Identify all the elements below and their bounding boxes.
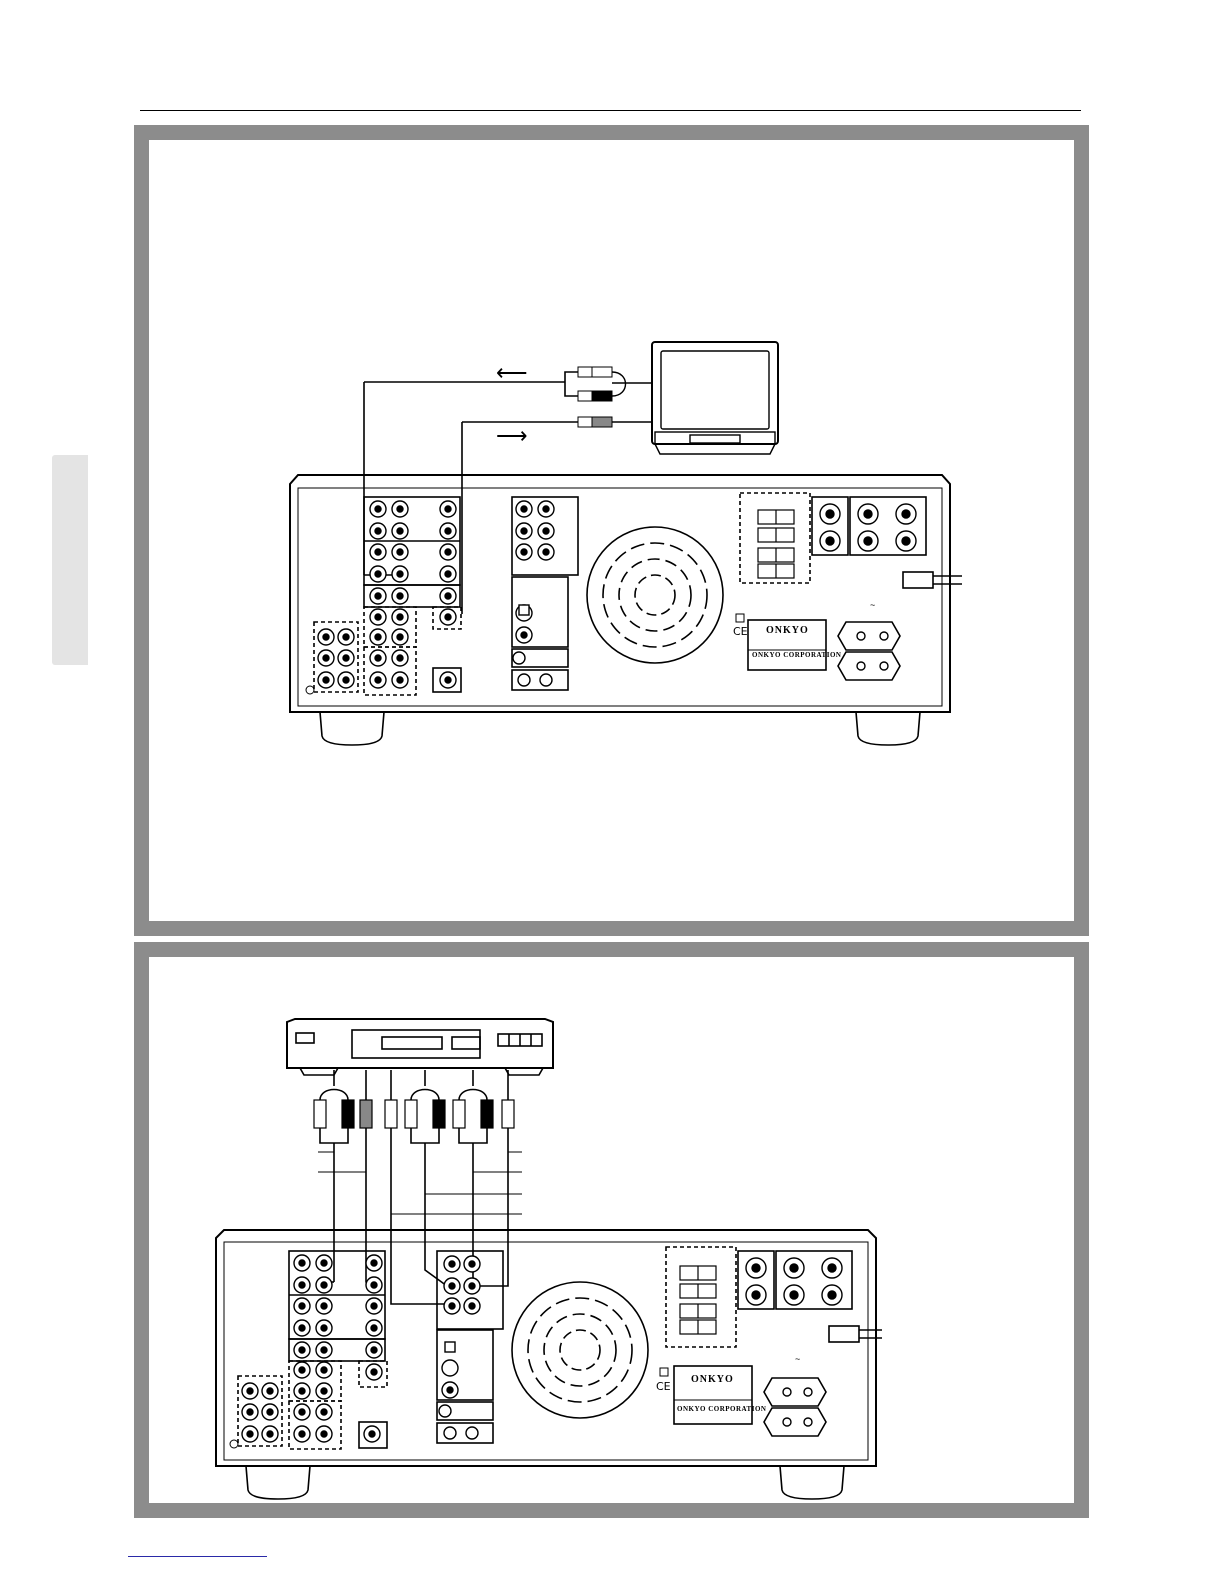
receiver-bottom: [216, 1230, 882, 1499]
svg-text:~: ~: [795, 1354, 800, 1364]
corporation-label-bottom: ONKYO CORPORATION: [677, 1405, 766, 1413]
ce-mark-bottom: CE: [656, 1380, 671, 1393]
rca-plugs-player: [314, 1100, 514, 1128]
speaker-terminals-bottom: [680, 1266, 716, 1334]
brand-logo-bottom: ONKYO: [691, 1374, 734, 1385]
player-illustration: [287, 1019, 553, 1075]
